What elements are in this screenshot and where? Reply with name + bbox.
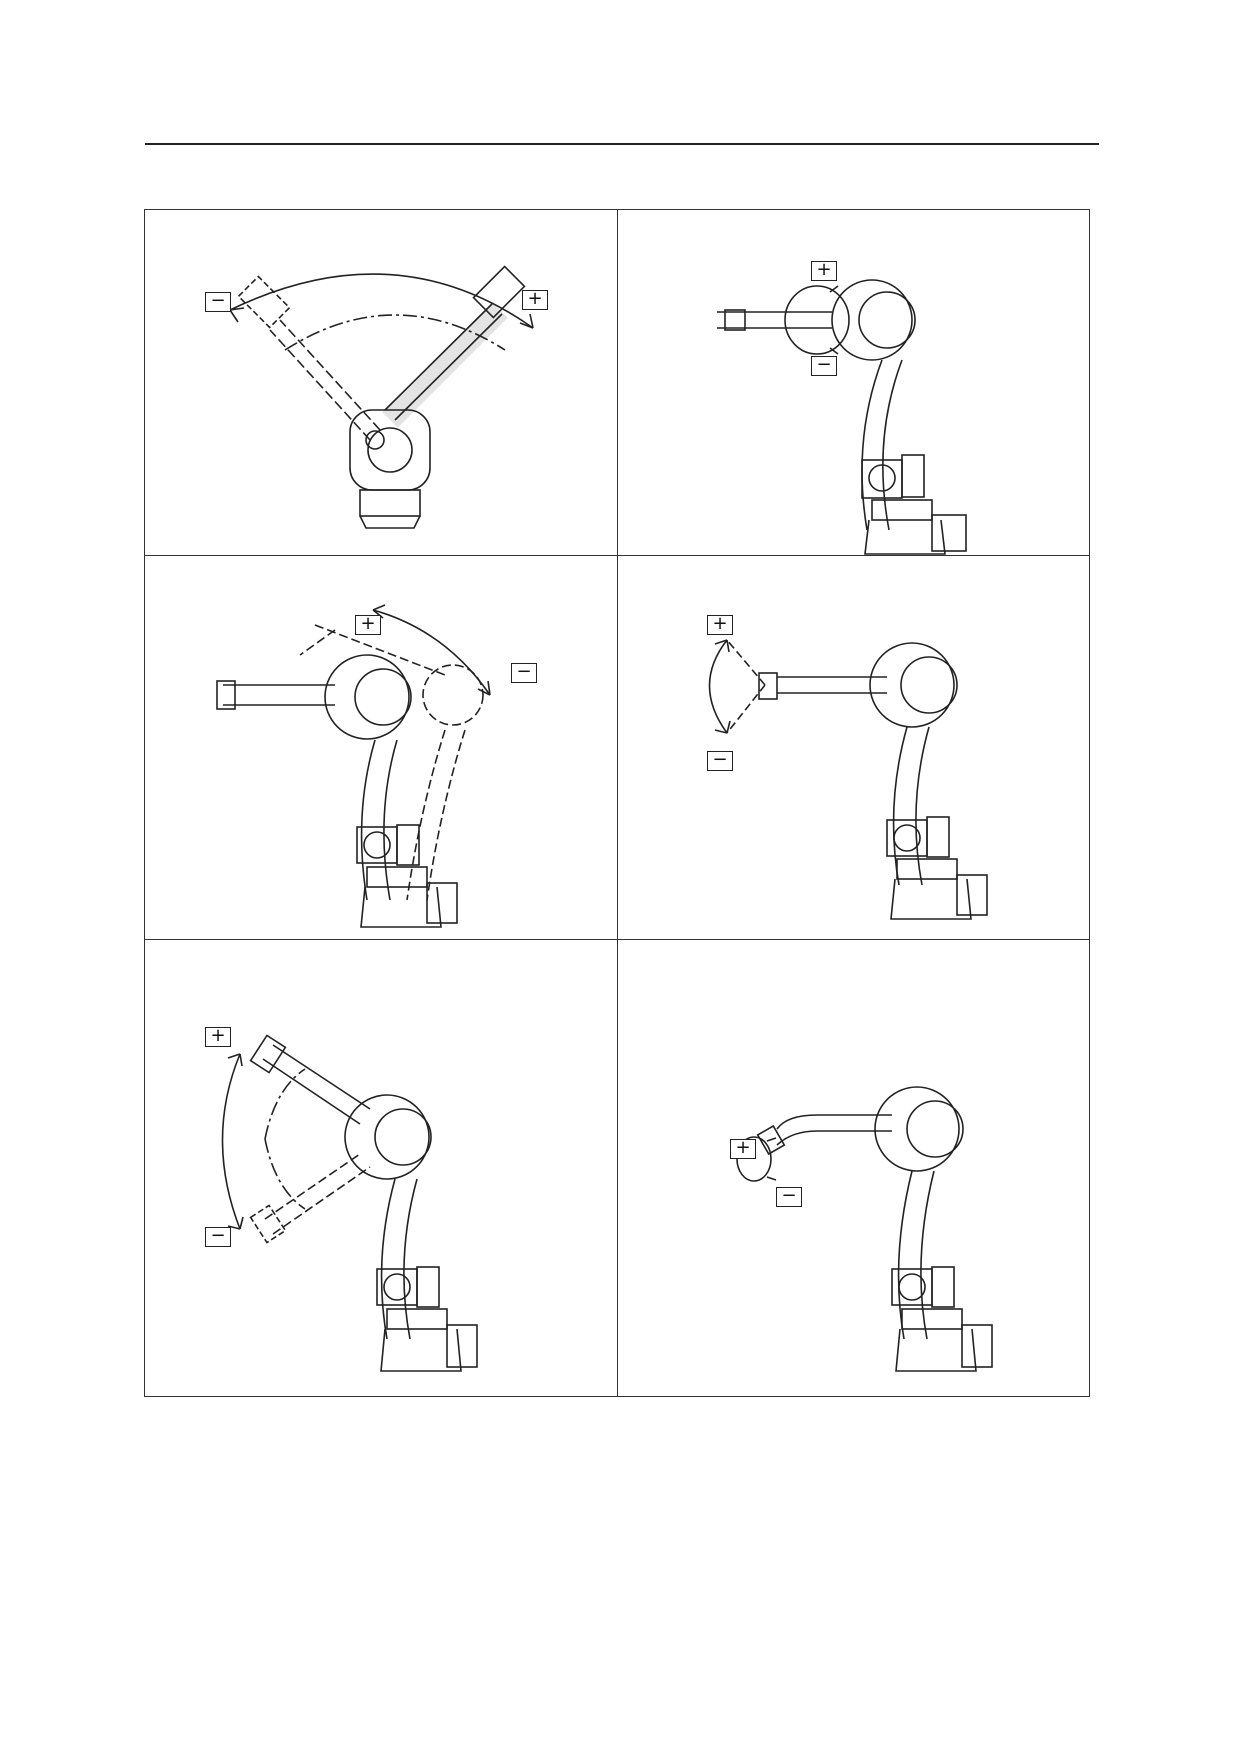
plus-sign: + xyxy=(522,290,548,310)
robot-side-view-icon xyxy=(717,279,967,555)
panel-axis-3: + − xyxy=(145,939,617,1398)
grid-divider-row-2 xyxy=(145,939,1089,940)
robot-side-view-icon xyxy=(736,1086,993,1372)
plus-sign: + xyxy=(730,1139,756,1159)
robot-top-view-icon xyxy=(229,265,534,529)
minus-sign: − xyxy=(811,356,837,376)
panel-axis-6: + − xyxy=(617,939,1091,1398)
panel-axis-1: − + xyxy=(145,210,617,555)
minus-sign: − xyxy=(205,1227,231,1247)
grid-divider-vertical xyxy=(617,210,618,1396)
panel-axis-4: + − xyxy=(617,210,1091,555)
panel-axis-2: + − xyxy=(145,555,617,939)
minus-sign: − xyxy=(707,751,733,771)
plus-sign: + xyxy=(205,1027,231,1047)
minus-sign: − xyxy=(776,1187,802,1207)
robot-side-view-icon xyxy=(216,604,491,928)
grid-divider-row-1 xyxy=(145,555,1089,556)
plus-sign: + xyxy=(811,261,837,281)
panel-axis-5: + − xyxy=(617,555,1091,939)
plus-sign: + xyxy=(355,615,381,635)
robot-side-view-icon xyxy=(221,1034,478,1372)
robot-side-view-icon xyxy=(708,639,988,920)
header-rule xyxy=(145,143,1099,145)
minus-sign: − xyxy=(205,292,231,312)
figure-grid: − + + − xyxy=(144,209,1090,1397)
plus-sign: + xyxy=(707,615,733,635)
minus-sign: − xyxy=(511,663,537,683)
